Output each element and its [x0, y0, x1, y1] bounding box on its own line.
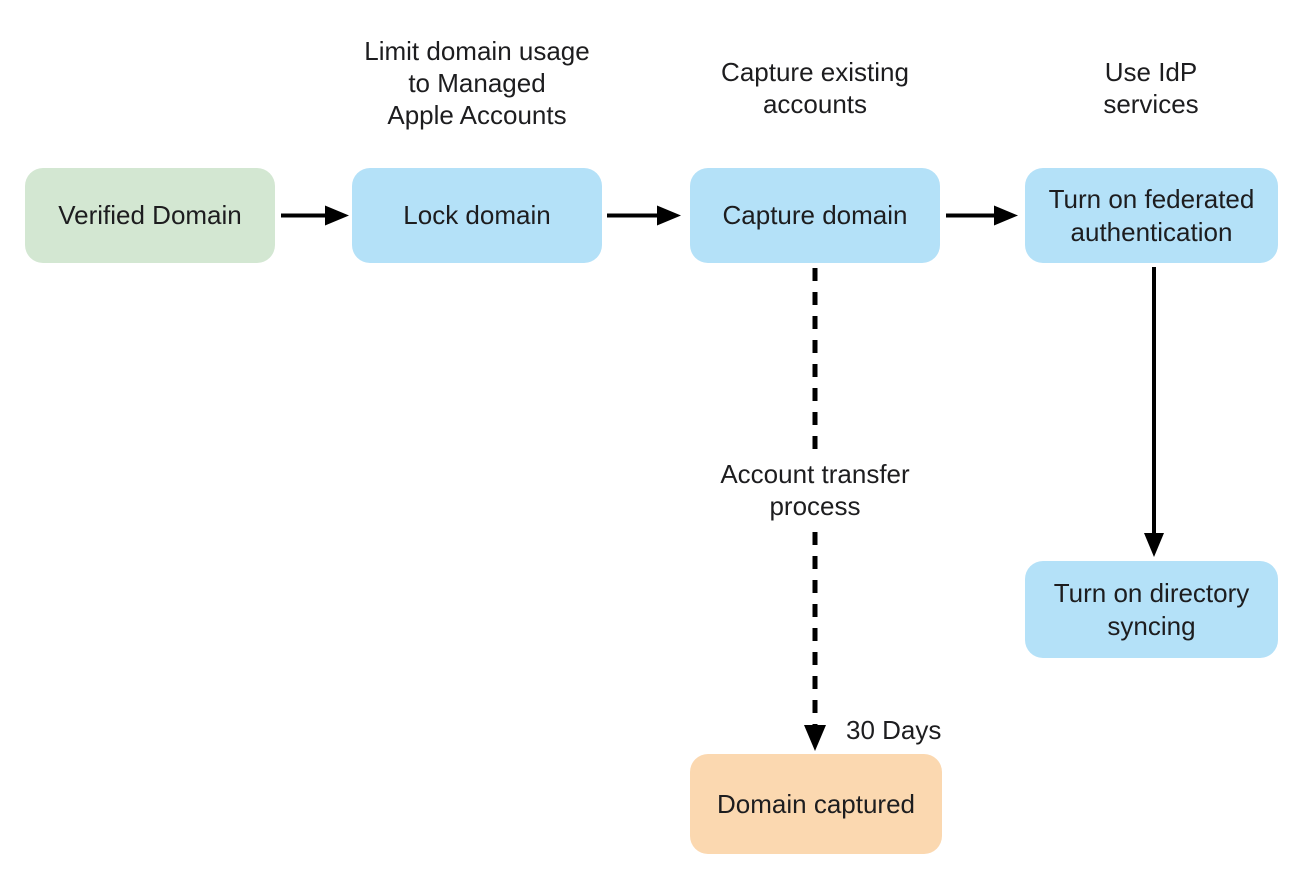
node-domain-captured: Domain captured [690, 754, 942, 854]
node-turn-on-federated-authentication: Turn on federated authentication [1025, 168, 1278, 263]
node-turn-on-directory-syncing: Turn on directory syncing [1025, 561, 1278, 658]
header-limit-domain-usage: Limit domain usage to Managed Apple Acco… [364, 36, 590, 130]
header-capture-existing-accounts: Capture existing accounts [721, 57, 909, 119]
edge-label-account-transfer-process: Account transfer process [710, 452, 920, 528]
edge-federated-to-directory [1144, 267, 1164, 557]
edge-lock-to-capture [607, 205, 681, 226]
edge-capture-to-federated [946, 205, 1018, 226]
edge-verified-to-lock [281, 205, 349, 226]
node-verified-domain: Verified Domain [25, 168, 275, 263]
edge-label-30-days: 30 Days [846, 715, 942, 745]
node-capture-domain: Capture domain [690, 168, 940, 263]
header-use-idp-services: Use IdP services [1103, 57, 1199, 119]
node-lock-domain: Lock domain [352, 168, 602, 263]
